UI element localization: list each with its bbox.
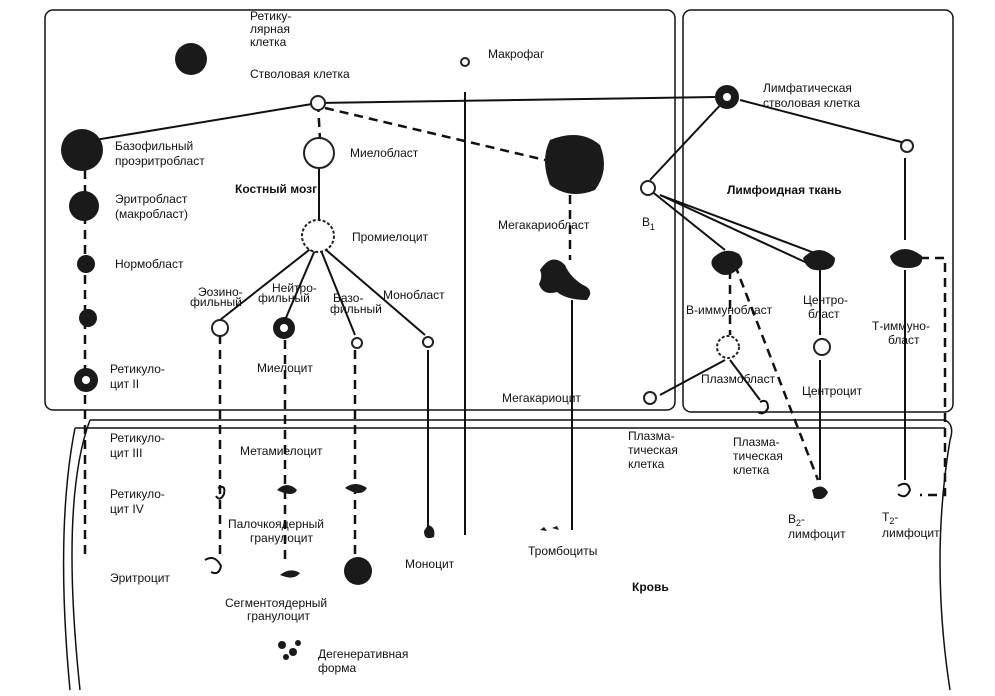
t-immunoblast-cell xyxy=(890,249,923,268)
thrombocytes-cell xyxy=(540,526,559,531)
normoblast-2-cell xyxy=(79,309,97,327)
promyelocyte-cell xyxy=(301,219,335,253)
reticular-cell-label: Ретику- лярная клетка xyxy=(250,9,295,49)
reticulocyte-3-label: Ретикуло- цит III xyxy=(110,431,168,460)
myeloblast-cell xyxy=(303,137,335,169)
monocyte-cell xyxy=(424,525,435,539)
myelocyte-label: Миелоцит xyxy=(257,361,313,375)
plasma-cell-2-label: Плазма- тическая клетка xyxy=(733,435,786,477)
degenerative-form-label: Дегенеративная форма xyxy=(318,647,412,675)
erythrocyte-label: Эритроцит xyxy=(110,571,170,585)
b1-cell xyxy=(640,180,656,196)
basophilic-cell xyxy=(351,337,363,349)
plasma-cell-1 xyxy=(643,391,657,405)
neutrophilic-label: Нейтро- фильный xyxy=(258,281,320,305)
stem-cell xyxy=(310,95,326,111)
centrocyte-label: Центроцит xyxy=(802,384,863,398)
t-precursor-cell xyxy=(900,139,914,153)
metamyelocyte-label: Метамиелоцит xyxy=(240,444,323,458)
centroblast-cell xyxy=(803,250,835,271)
bone-marrow-label: Костный мозг xyxy=(235,182,317,196)
macrophage-label: Макрофаг xyxy=(488,47,545,61)
t2-lymphocyte-label: Т2- лимфоцит xyxy=(882,510,940,540)
myeloblast-label: Миелобласт xyxy=(350,146,419,160)
t2-lymphocyte-cell xyxy=(897,482,912,498)
plasmablast-cell xyxy=(716,335,740,359)
connections xyxy=(83,92,947,560)
reticulocyte-4-cell xyxy=(215,485,226,500)
macrophage-cell xyxy=(460,57,470,67)
monoblast-label: Монобласт xyxy=(383,288,445,302)
megakaryocyte-cell xyxy=(539,259,591,300)
b-immunoblast-cell xyxy=(711,250,743,275)
lymphoid-tissue-label: Лимфоидная ткань xyxy=(727,183,842,197)
reticulocyte-2-core xyxy=(82,376,90,384)
blood-label: Кровь xyxy=(632,580,669,594)
erythroblast-label: Эритробласт (макробласт) xyxy=(115,192,191,221)
reticular-cell xyxy=(175,43,207,75)
reticulocyte-2-label: Ретикуло- цит II xyxy=(110,362,168,391)
b-immunoblast-label: В-иммунобласт xyxy=(686,303,773,317)
t-immunoblast-label: Т-иммуно- бласт xyxy=(872,319,933,347)
degenerative-form-cell xyxy=(278,640,301,660)
labels: Ретику- лярная клетка Стволовая клетка М… xyxy=(110,9,940,675)
basophilic-proerythroblast-label: Базофильный проэритробласт xyxy=(115,139,205,168)
normoblast-label: Нормобласт xyxy=(115,257,184,271)
b2-lymphocyte-cell xyxy=(812,486,828,500)
lymphoid-tissue-frame xyxy=(682,9,954,413)
plasmablast-label: Плазмобласт xyxy=(701,372,776,386)
megakaryoblast-cell xyxy=(545,135,604,194)
plasma-cell-2 xyxy=(757,399,770,415)
neutrophilic-myelocyte-core xyxy=(280,324,288,332)
b1-label: B1 xyxy=(642,215,655,232)
basophilic-proerythroblast-cell xyxy=(61,129,103,171)
eosinophilic-label: Эозино- фильный xyxy=(190,285,246,309)
segmented-granulocyte-label: Сегментоядерный гранулоцит xyxy=(225,596,330,623)
basophilic-label: Базо- фильный xyxy=(330,291,382,316)
monocyte-label: Моноцит xyxy=(405,557,455,571)
promyelocyte-label: Промиелоцит xyxy=(352,230,429,244)
b2-lymphocyte-label: В2- лимфоцит xyxy=(788,512,846,541)
thrombocytes-label: Тромбоциты xyxy=(528,544,597,558)
band-granulocyte-label: Палочкоядерный гранулоцит xyxy=(228,517,327,545)
lymph-stem-cell-label: Лимфатическая стволовая клетка xyxy=(763,81,860,110)
erythrocyte-cell xyxy=(204,557,223,575)
segmented-granulocyte-cell xyxy=(280,570,300,578)
reticulocyte-4-label: Ретикуло- цит IV xyxy=(110,487,168,516)
cells xyxy=(61,43,923,660)
erythroblast-cell xyxy=(69,191,99,221)
plasma-cell-1-label: Плазма- тическая клетка xyxy=(628,429,681,471)
eosinophilic-cell xyxy=(211,319,229,337)
band-granulocyte-neutro-cell xyxy=(277,485,297,494)
basophil-granulocyte-cell xyxy=(344,557,372,585)
band-granulocyte-baso-cell xyxy=(345,484,367,493)
normoblast-cell xyxy=(77,255,95,273)
megakaryoblast-label: Мегакариобласт xyxy=(498,218,590,232)
centroblast-label: Центро- бласт xyxy=(803,293,851,321)
stem-cell-label: Стволовая клетка xyxy=(250,67,350,81)
megakaryocyte-label: Мегакариоцит xyxy=(502,391,581,405)
lymph-stem-core xyxy=(723,93,731,101)
monoblast-cell xyxy=(422,336,434,348)
centrocyte-cell xyxy=(813,338,831,356)
